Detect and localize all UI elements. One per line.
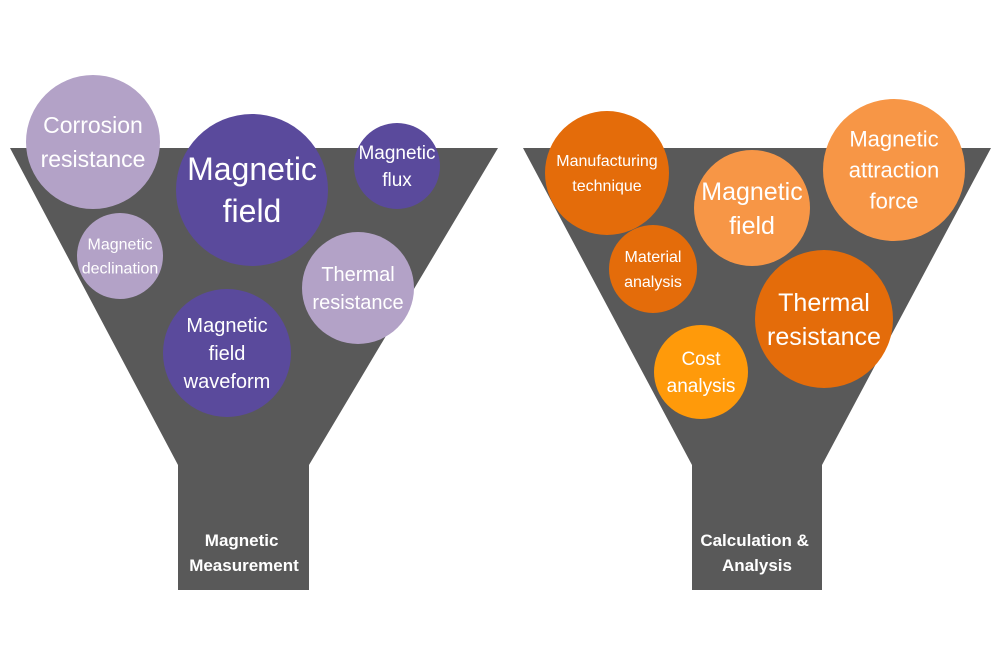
topic-bubble-circle — [823, 99, 965, 241]
funnel-label-line: Calculation & — [700, 531, 809, 550]
topic-bubble-label-line: Manufacturing — [556, 153, 657, 170]
topic-bubble-circle — [694, 150, 810, 266]
topic-bubble-label: Corrosion resistance — [41, 112, 146, 172]
topic-bubble-label-line: Magnetic — [358, 143, 435, 164]
topic-bubble-label: Magnetic flux — [358, 143, 435, 191]
topic-bubble-circle — [545, 111, 669, 235]
topic-bubble-label-line: field — [223, 193, 282, 229]
topic-bubble-label-line: Magnetic — [187, 151, 317, 187]
topic-bubble-label: Thermal resistance — [767, 289, 881, 351]
funnel-label-line: Measurement — [189, 556, 299, 575]
topic-bubble-label-line: analysis — [624, 274, 682, 291]
topic-bubble-label: Thermal resistance — [312, 264, 403, 314]
funnel-label-line: Magnetic — [205, 531, 279, 550]
topic-bubble-label-line: Corrosion — [43, 112, 143, 138]
topic-bubble-label-line: attraction — [849, 158, 940, 183]
topic-bubble: Thermal resistance — [755, 250, 893, 388]
topic-bubble-circle — [755, 250, 893, 388]
topic-bubble: Magnetic flux — [354, 123, 440, 209]
topic-bubble-circle — [654, 325, 748, 419]
funnel-label-line: Analysis — [722, 556, 792, 575]
topic-bubble-circle — [176, 114, 328, 266]
topic-bubble: Manufacturing technique — [545, 111, 669, 235]
topic-bubble-label-line: Cost — [681, 349, 721, 370]
topic-bubble-circle — [354, 123, 440, 209]
topic-bubble: Magnetic field — [176, 114, 328, 266]
topic-bubble-label-line: flux — [382, 170, 412, 191]
topic-bubble: Thermal resistance — [302, 232, 414, 344]
topic-bubble-label-line: Magnetic — [88, 237, 153, 254]
topic-bubble-label: Magnetic declination — [82, 237, 159, 278]
topic-bubble: Magnetic declination — [77, 213, 163, 299]
topic-bubble-label-line: resistance — [41, 146, 146, 172]
topic-bubble-label-line: force — [870, 189, 919, 214]
topic-bubble-label-line: declination — [82, 261, 159, 278]
topic-bubble-circle — [77, 213, 163, 299]
topic-bubble-label-line: Magnetic — [186, 315, 267, 337]
topic-bubble-label-line: Magnetic — [701, 178, 802, 206]
topic-bubble-label-line: field — [729, 212, 775, 240]
topic-bubble-circle — [163, 289, 291, 417]
topic-bubble-label-line: Material — [625, 249, 682, 266]
topic-bubble: Corrosion resistance — [26, 75, 160, 209]
topic-bubble-label-line: resistance — [312, 292, 403, 314]
topic-bubble: Cost analysis — [654, 325, 748, 419]
topic-bubble-label: Magnetic field waveform — [183, 315, 271, 393]
topic-bubble-circle — [302, 232, 414, 344]
topic-bubble-label-line: analysis — [667, 376, 736, 397]
topic-bubble: Magnetic field waveform — [163, 289, 291, 417]
topic-bubble-label-line: waveform — [183, 371, 271, 393]
topic-bubble-label: Magnetic attraction force — [849, 127, 940, 214]
topic-bubble-label-line: Thermal — [778, 289, 870, 317]
topic-bubble-label-line: field — [209, 343, 246, 365]
topic-bubble: Magnetic field — [694, 150, 810, 266]
topic-bubble-label-line: Thermal — [321, 264, 394, 286]
topic-bubble-circle — [26, 75, 160, 209]
topic-bubble-label: Cost analysis — [667, 349, 736, 397]
funnel-label: Magnetic Measurement — [189, 531, 299, 575]
topic-bubble-label-line: technique — [572, 178, 641, 195]
topic-bubble-label: Magnetic field — [187, 151, 317, 229]
topic-bubble: Magnetic attraction force — [823, 99, 965, 241]
topic-bubble-circle — [609, 225, 697, 313]
topic-bubble-label: Material analysis — [624, 249, 682, 291]
topic-bubble-label: Magnetic field — [701, 178, 802, 240]
funnel-label: Calculation & Analysis — [700, 531, 813, 575]
topic-bubble: Material analysis — [609, 225, 697, 313]
topic-bubble-label-line: resistance — [767, 323, 881, 351]
topic-bubble-label: Manufacturing technique — [556, 153, 657, 195]
topic-bubble-label-line: Magnetic — [849, 127, 938, 152]
